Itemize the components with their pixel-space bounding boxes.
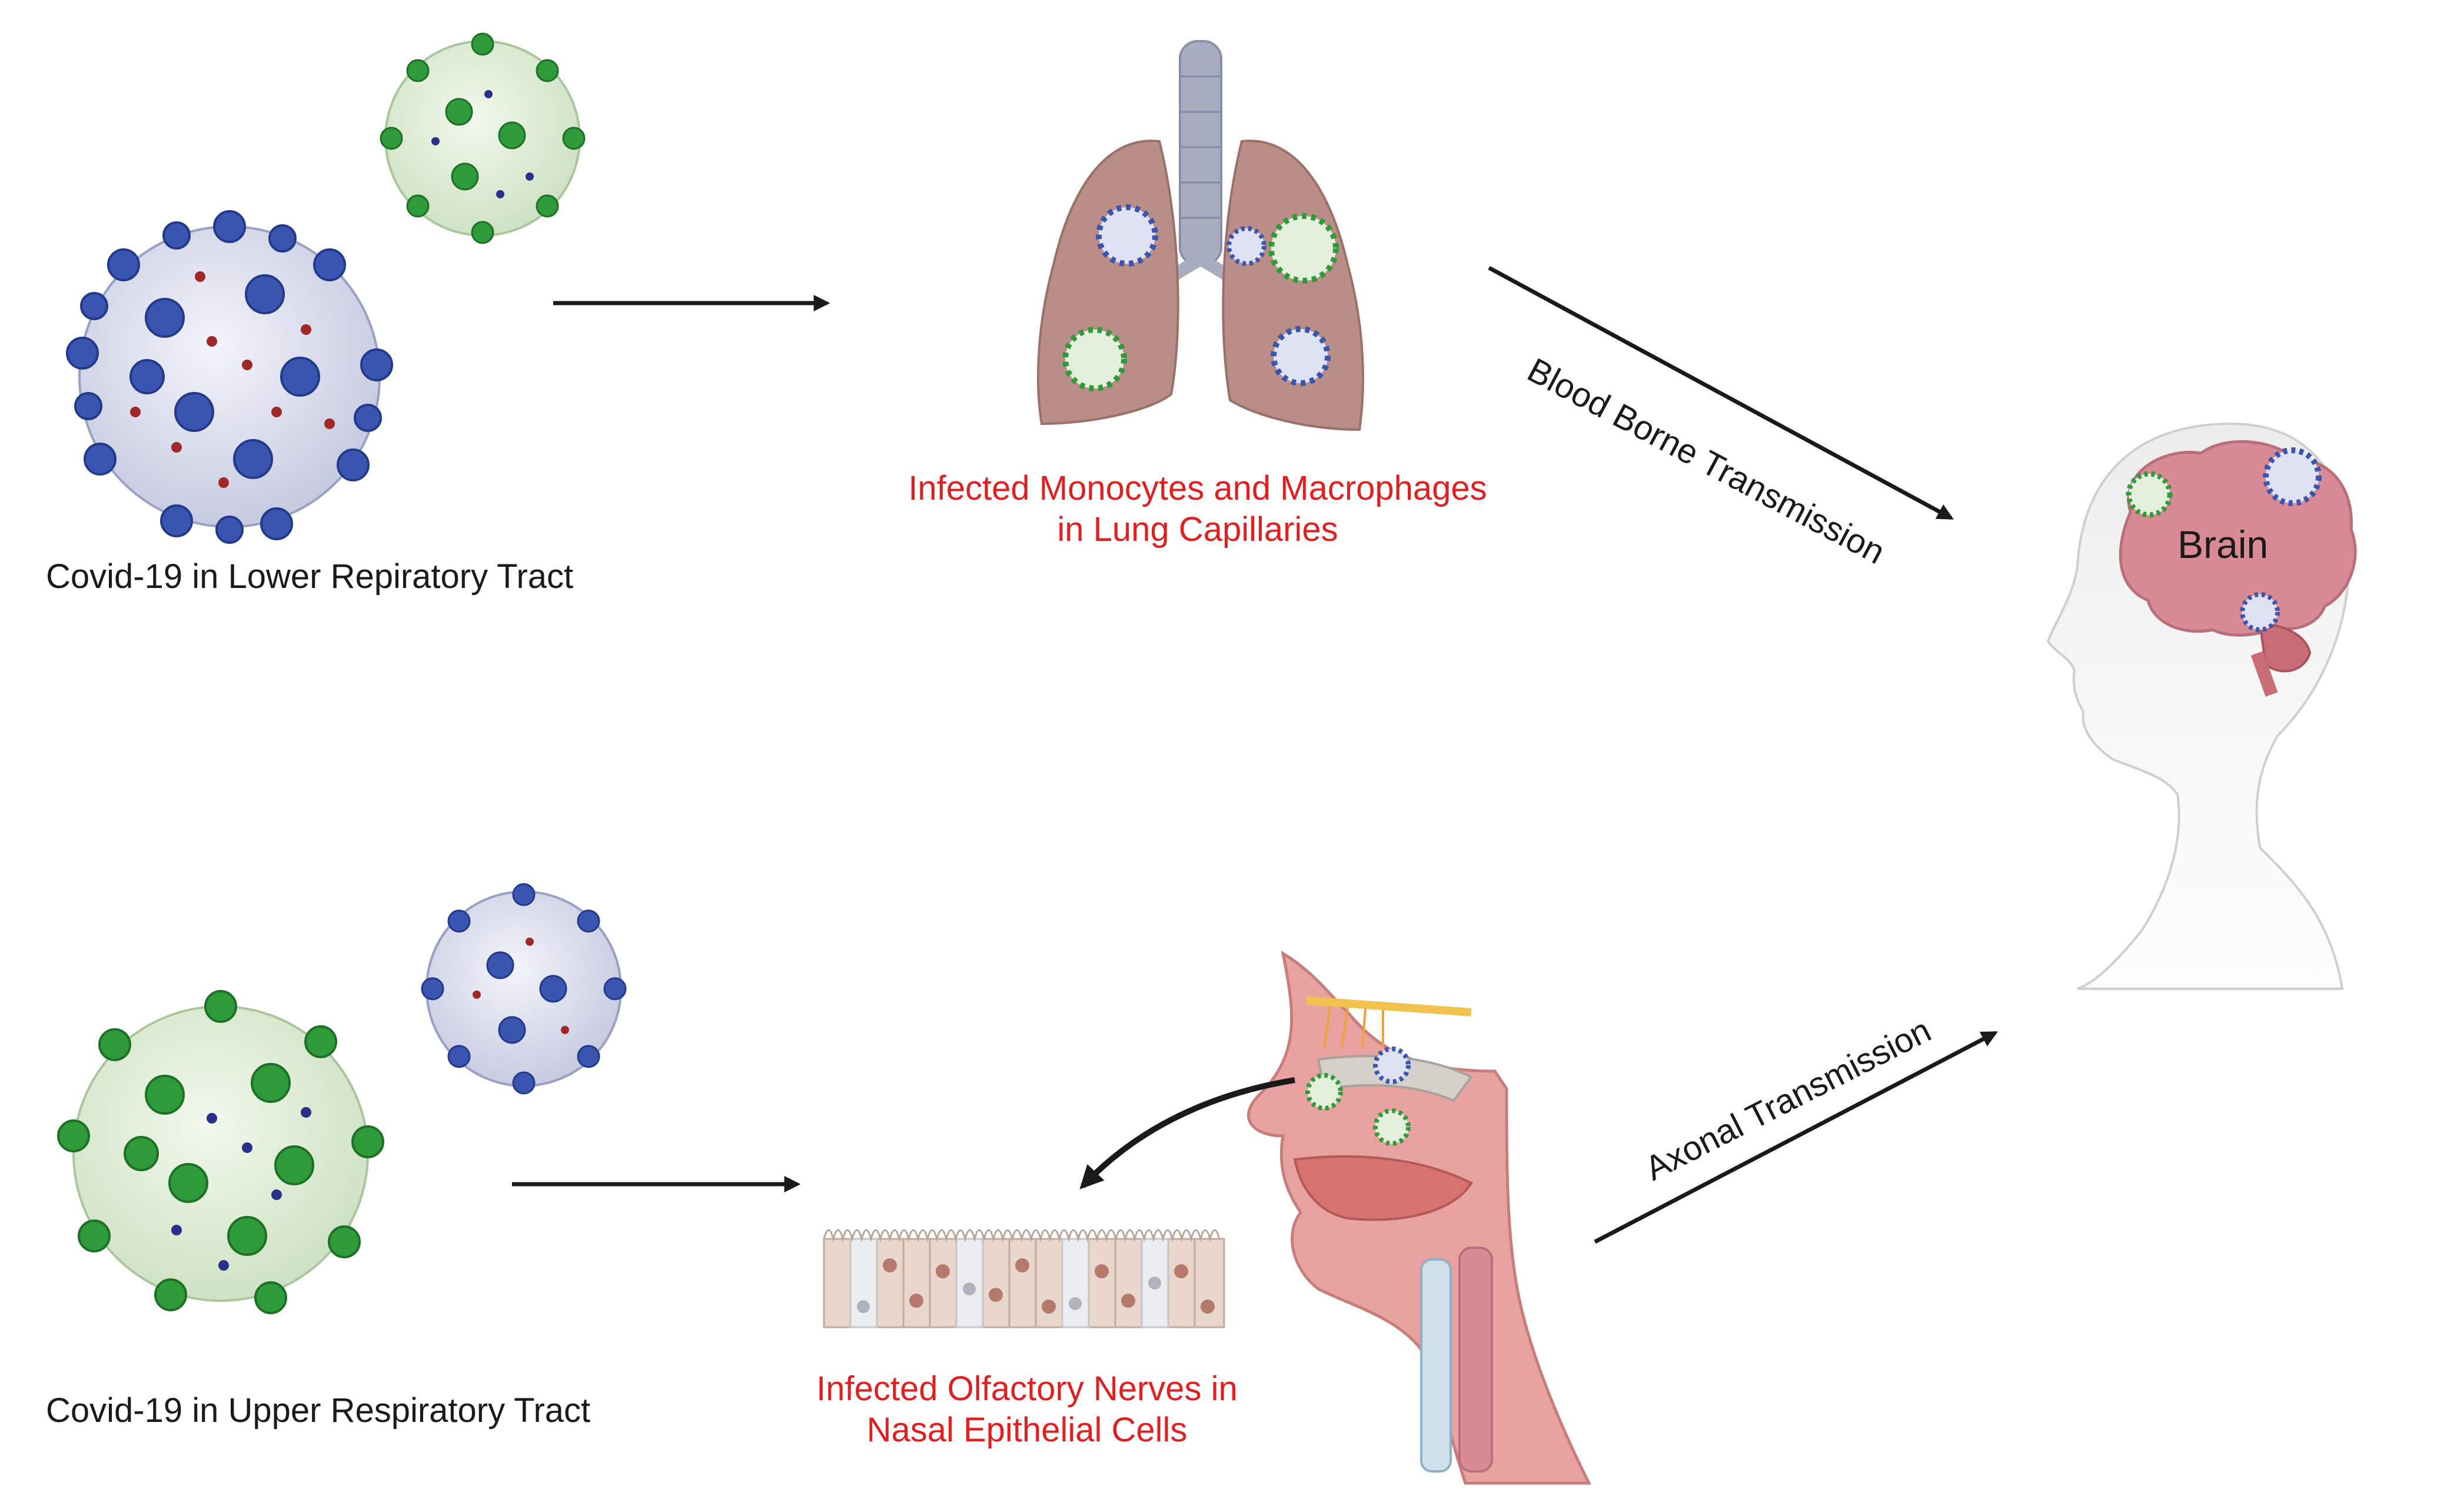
lung-virus-blue-2-icon xyxy=(1226,226,1266,266)
label-lung-line1: Infected Monocytes and Macrophages xyxy=(908,469,1487,507)
nasal-virus-green-1-icon xyxy=(1305,1073,1343,1111)
virus-small-green-icon xyxy=(380,32,586,244)
virus-small-blue-icon xyxy=(421,883,627,1095)
brain-virus-blue-2-icon xyxy=(2240,592,2280,632)
arrow-blood-borne xyxy=(1488,265,1954,520)
lung-virus-blue-3-icon xyxy=(1271,326,1331,386)
label-upper-tract: Covid-19 in Upper Respiratory Tract xyxy=(46,1391,591,1430)
nasal-epithelium-icon xyxy=(823,1229,1225,1328)
arrow-nose-to-epithelium xyxy=(1079,1077,1295,1189)
nasal-cavity-icon xyxy=(1247,950,1592,1485)
brain-virus-green-icon xyxy=(2126,471,2173,518)
nasal-virus-blue-icon xyxy=(1373,1046,1411,1084)
nasal-virus-green-2-icon xyxy=(1373,1108,1411,1146)
lung-virus-blue-1-icon xyxy=(1096,204,1158,267)
virus-large-blue-icon xyxy=(66,210,393,544)
label-nasal-line1: Infected Olfactory Nerves in xyxy=(816,1370,1238,1408)
virus-large-green-icon xyxy=(57,990,384,1314)
label-lower-tract: Covid-19 in Lower Repiratory Tract xyxy=(46,557,574,596)
label-brain: Brain xyxy=(2178,523,2269,566)
brain-virus-blue-1-icon xyxy=(2263,447,2322,506)
lung-virus-green-2-icon xyxy=(1062,327,1127,391)
label-lung-line2: in Lung Capillaries xyxy=(1057,510,1338,549)
label-nasal-line2: Nasal Epithelial Cells xyxy=(866,1411,1188,1449)
arrow-axonal xyxy=(1594,1031,1998,1244)
lung-virus-green-1-icon xyxy=(1268,213,1339,284)
